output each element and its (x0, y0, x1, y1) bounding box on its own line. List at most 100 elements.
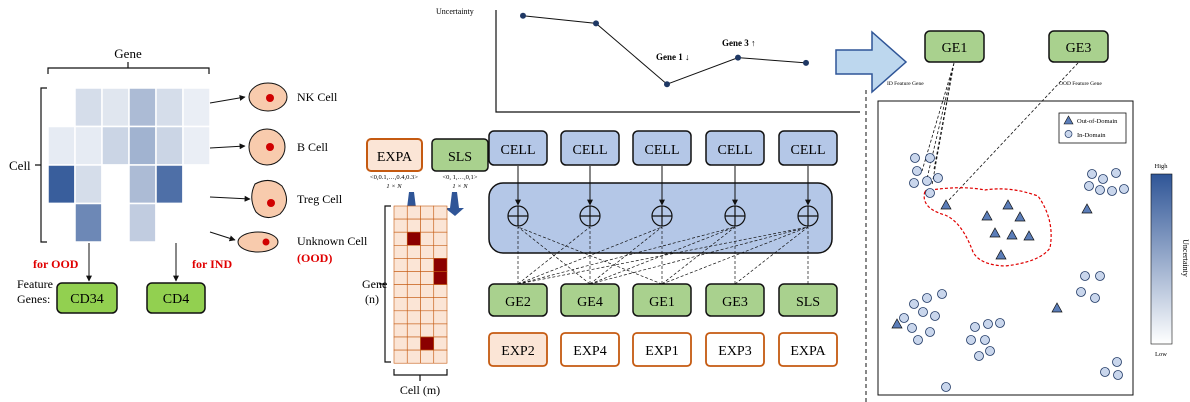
uncertainty-point (593, 20, 599, 27)
in-domain-point (1119, 184, 1129, 194)
plus-cross (652, 206, 672, 226)
in-domain-point (930, 311, 940, 321)
heatmap-cell (74, 202, 103, 243)
in-domain-point (1100, 367, 1110, 377)
in-domain-point (974, 351, 984, 361)
matrix-gene-label: Gene (362, 277, 387, 291)
out-of-domain-point (1023, 230, 1035, 241)
matrix-cell (393, 271, 408, 285)
uncertainty-point (735, 54, 741, 61)
heatmap-cell (101, 202, 130, 243)
cell-token-label: CELL (791, 143, 826, 158)
matrix-cell (433, 271, 448, 285)
plot-axes (495, 10, 860, 113)
sls-token (431, 138, 489, 172)
in-domain-point (966, 335, 976, 345)
cell-type-label: Unknown Cell (297, 234, 368, 248)
gene1-annotation: Gene 1 ↓ (656, 52, 690, 62)
legend-ind-label: In-Domain (1077, 132, 1106, 139)
id-gene-links (921, 62, 955, 186)
expression-token-label: EXP4 (573, 344, 606, 359)
matrix-cell (420, 245, 435, 259)
embedding-scatter-frame (877, 100, 1134, 396)
matrix-cell (393, 231, 408, 246)
heatmap-cell (182, 164, 211, 205)
gene-token-label: GE1 (649, 295, 675, 310)
matrix-cell (393, 218, 408, 233)
matrix-cell (393, 258, 408, 272)
in-domain-point (910, 153, 920, 163)
matrix-cell (393, 297, 408, 312)
in-domain-point (925, 188, 935, 198)
cell-token-label: CELL (718, 143, 753, 158)
circle-legend-icon (1064, 130, 1073, 138)
triangle-legend-icon (1063, 115, 1074, 125)
heatmap-cell (74, 87, 103, 128)
matrix-cell (406, 271, 421, 285)
cell-type-label: NK Cell (297, 90, 338, 104)
in-domain-point (1107, 186, 1117, 196)
plus-cross (798, 206, 818, 226)
up-arrow-icon (445, 192, 464, 216)
out-of-domain-point (989, 227, 1001, 238)
matrix-gene-brace (379, 205, 391, 363)
sls-vector-size: 1 × N (452, 183, 468, 190)
in-domain-point (909, 178, 919, 188)
matrix-cell (433, 245, 448, 259)
in-domain-point (937, 289, 947, 299)
in-domain-point (922, 176, 932, 186)
expression-token (778, 332, 838, 367)
plus-cross (508, 206, 528, 226)
in-domain-point (933, 173, 943, 183)
matrix-cell (420, 205, 435, 220)
in-domain-point (970, 322, 980, 332)
in-domain-point (1095, 185, 1105, 195)
feature-gene-cd34 (56, 282, 118, 314)
in-domain-point (1111, 168, 1121, 178)
heatmap-cell (155, 164, 184, 205)
feature-gene-label: CD34 (70, 292, 103, 307)
heatmap-cell (74, 164, 103, 205)
heatmap-cell (182, 87, 211, 128)
uncertainty-colorbar (1150, 173, 1173, 345)
in-domain-point (925, 153, 935, 163)
cell-token (778, 130, 838, 166)
matrix-cell (433, 336, 448, 351)
ood-gene-link (948, 62, 1079, 201)
expa-vector: <0,0.1,…,0.4,0.3> (370, 174, 418, 181)
gene3-annotation: Gene 3 ↑ (722, 38, 756, 48)
in-domain-point (1087, 169, 1097, 179)
cell-type-treg: Treg Cell (209, 180, 343, 218)
out-of-domain-point (1002, 199, 1014, 210)
legend-ood-label: Out-of-Domain (1077, 118, 1118, 125)
out-of-domain-point (1014, 211, 1026, 222)
matrix-cell (433, 310, 448, 325)
cell-token (632, 130, 692, 166)
matrix-cell (393, 284, 408, 299)
in-domain-point (1112, 357, 1122, 367)
heatmap-cell (182, 202, 211, 243)
heatmap-cell (47, 125, 76, 166)
treg-cell-icon (251, 180, 287, 218)
heatmap-cell (182, 125, 211, 166)
unknown-cell-icon (237, 231, 279, 253)
middle-panel: Uncertainty Gene 1 ↓ Gene 3 ↑ EXPA SLS <… (362, 7, 860, 397)
expression-token-label: EXP1 (645, 344, 678, 359)
in-domain-point (913, 335, 923, 345)
expression-matrix (393, 205, 448, 364)
matrix-cell (393, 336, 408, 351)
heatmap-cell (155, 87, 184, 128)
uncertainty-point (664, 81, 670, 88)
matrix-cell (393, 349, 408, 364)
matrix-cell (420, 218, 435, 233)
uncertainty-point (520, 12, 526, 19)
matrix-cell (393, 205, 408, 220)
expression-token-label: EXP2 (501, 344, 534, 359)
matrix-cell (406, 323, 421, 338)
heatmap-cell (155, 125, 184, 166)
attention-edge (589, 226, 663, 285)
cell-token (705, 130, 765, 166)
cell-type-label: B Cell (297, 140, 329, 154)
in-domain-point (1113, 370, 1123, 380)
